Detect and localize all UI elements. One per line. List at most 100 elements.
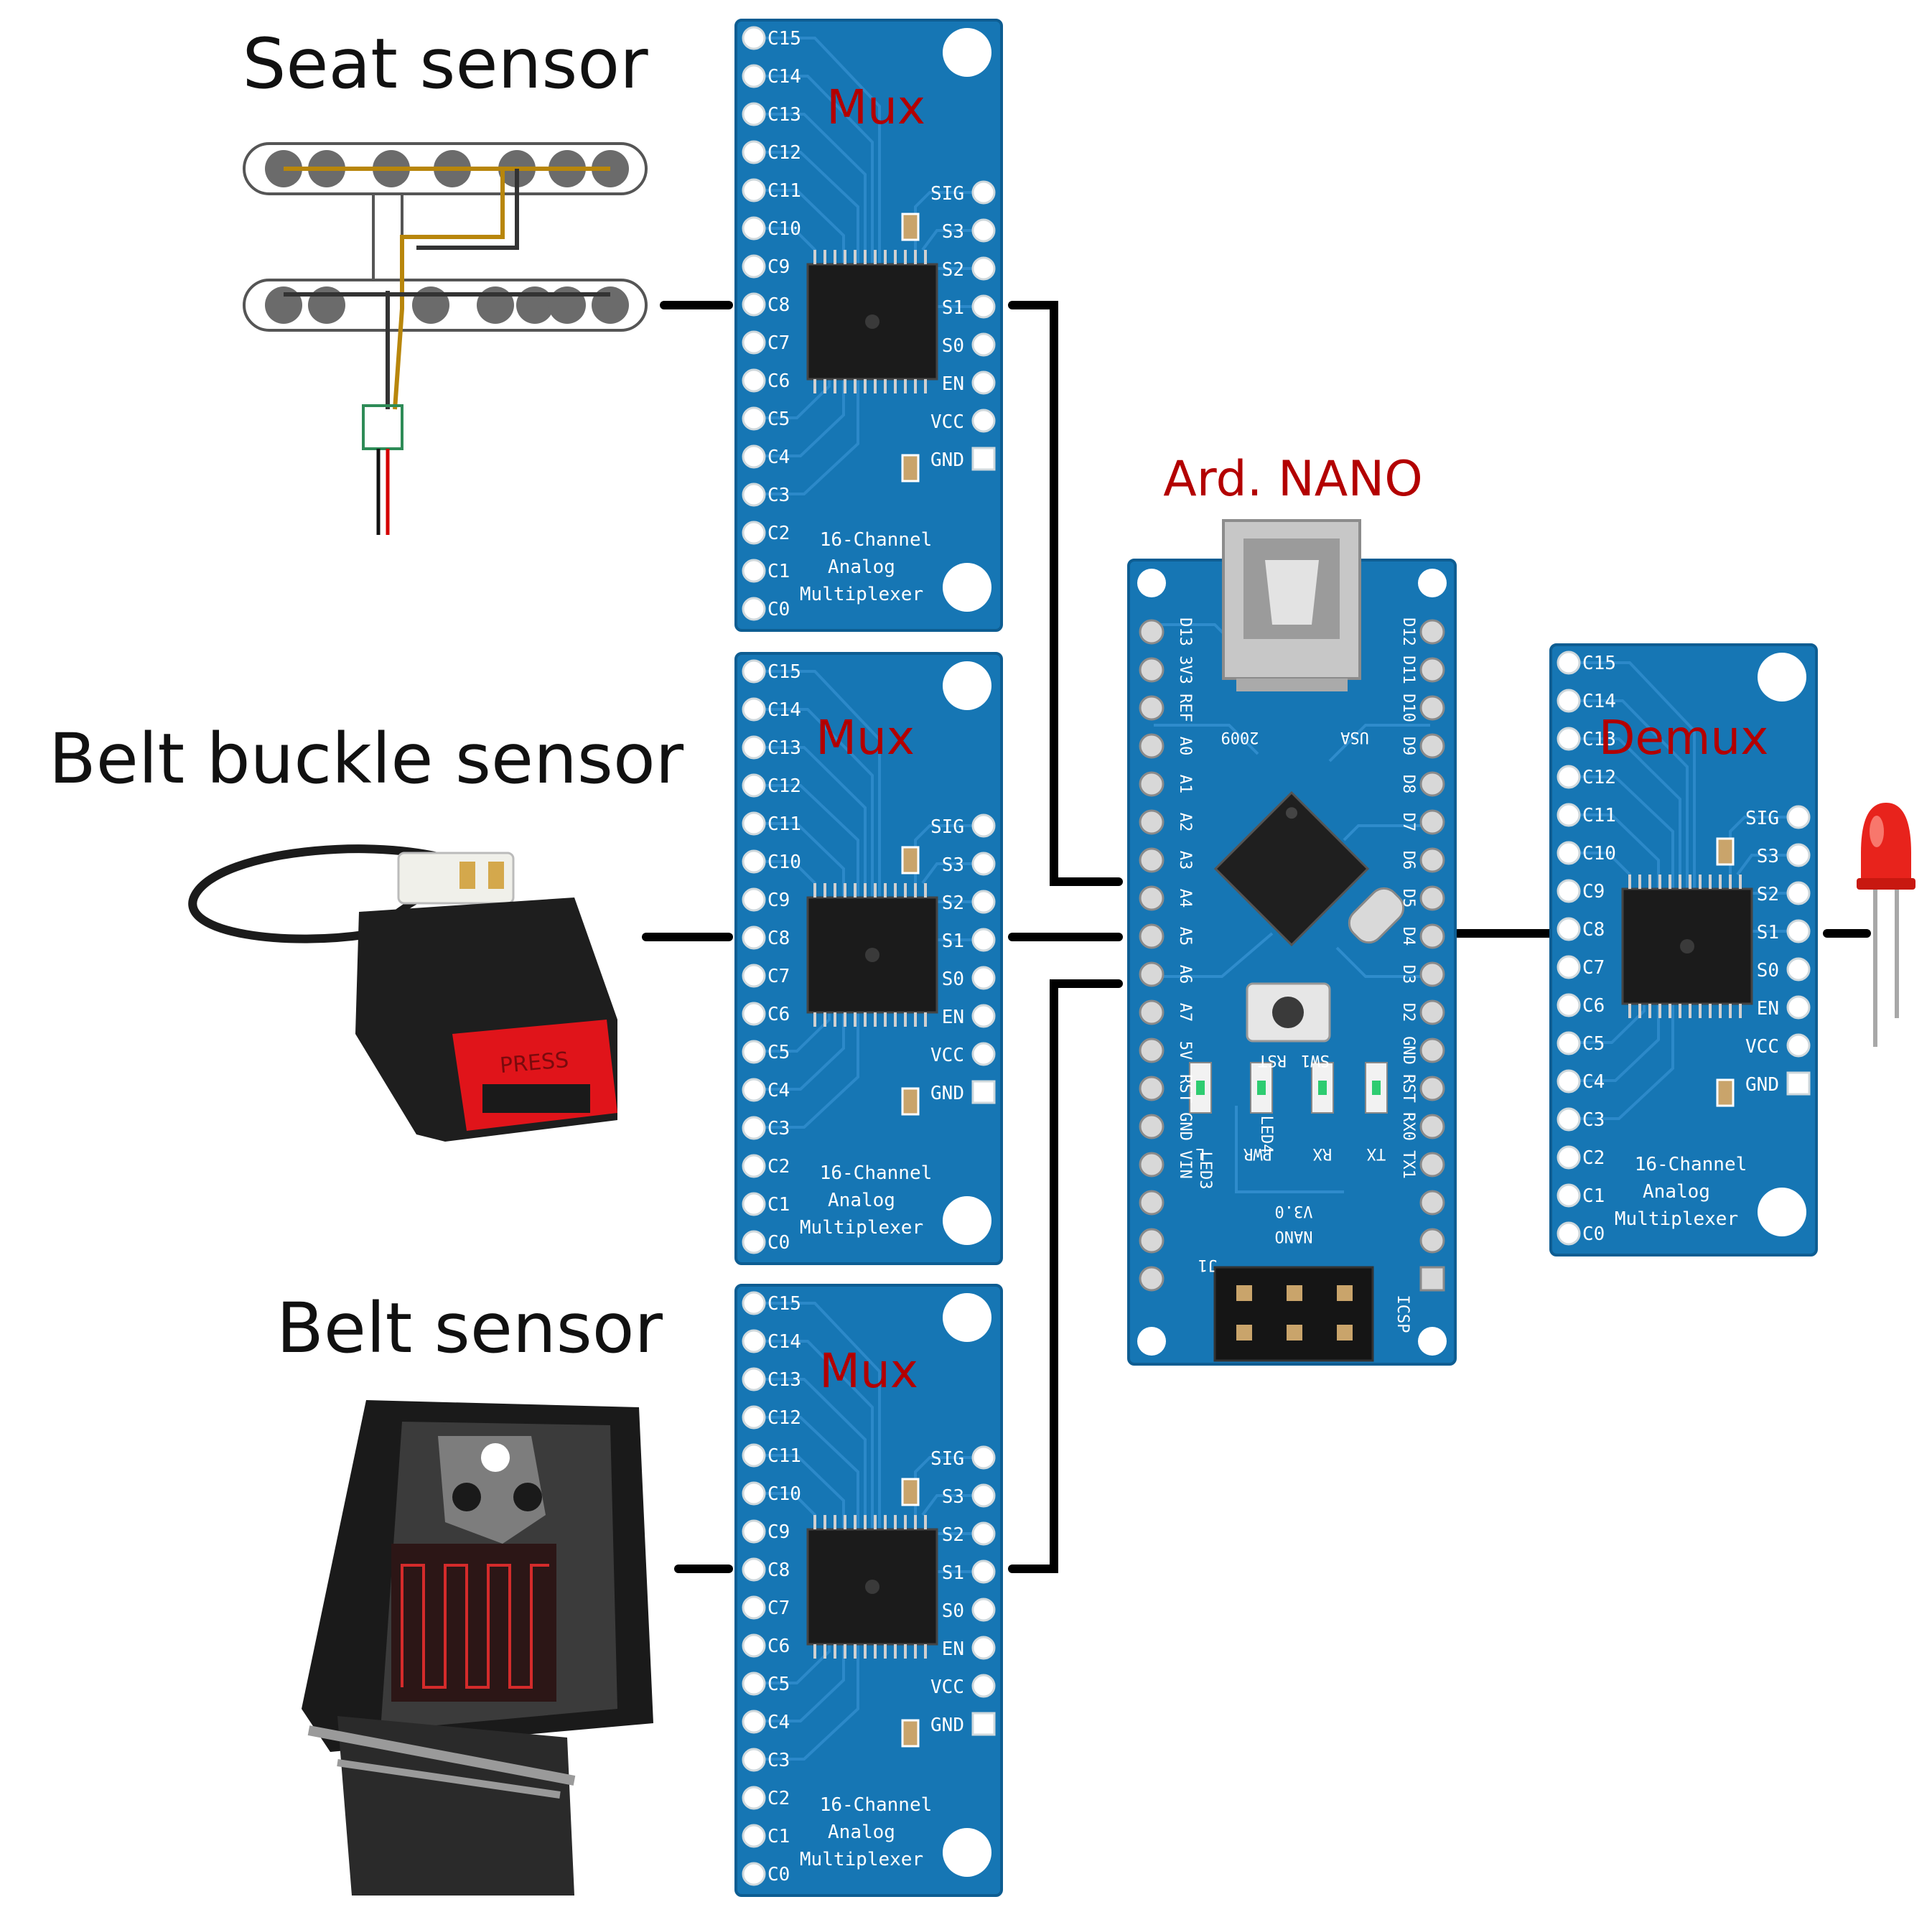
mux-title-line2: Analog [1643, 1181, 1710, 1203]
belt-sensor-label: Belt sensor [276, 1288, 663, 1369]
mux-pin-label-right: S1 [942, 297, 964, 319]
mux-pin-label-right: VCC [930, 1045, 964, 1066]
demux-label: Demux [1599, 710, 1769, 765]
mux-title-line2: Analog [828, 1190, 895, 1211]
mux-title-line1: 16-Channel [1635, 1154, 1747, 1175]
nano-board-year: 2009 [1221, 728, 1259, 746]
mux-pin-label-left: C5 [767, 409, 790, 430]
demux-board: C15C14C13C12C11C10C9C8C7C6C5C4C3C2C1C0SI… [1549, 643, 1818, 1256]
mux-pin-label-left: C11 [1582, 805, 1616, 826]
mux-pin-label-left: C10 [767, 1483, 801, 1505]
mux-pin-label-right: GND [930, 1083, 964, 1104]
mux-pin-label-right: S3 [942, 221, 964, 243]
mux-pin-label-right: S2 [942, 1524, 964, 1546]
mux-title-line3: Multiplexer [800, 1849, 923, 1870]
nano-pin-label-right: D9 [1399, 737, 1417, 756]
mux-pin-label-left: C5 [1582, 1033, 1605, 1055]
mux-pin-label-left: C4 [767, 1712, 790, 1733]
mux-pin-label-left: C12 [767, 775, 801, 797]
mux-pin-label-left: C6 [767, 1004, 790, 1025]
mux-pin-label-right: SIG [930, 1448, 964, 1470]
nano-pin-label-left: REF [1176, 694, 1194, 722]
mux-pin-label-left: C2 [767, 523, 790, 544]
mux-pin-label-left: C0 [767, 1232, 790, 1254]
nano-pin-label-left: 5V [1176, 1041, 1194, 1060]
mux-pin-label-left: C15 [767, 661, 801, 683]
mux-pin-label-right: S1 [1757, 922, 1779, 943]
mux-pin-label-left: C4 [767, 1080, 790, 1101]
red-led-icon [1857, 803, 1915, 1047]
nano-pin-label-left: A3 [1176, 851, 1194, 870]
mux-pin-label-left: C0 [1582, 1223, 1605, 1245]
mux-pin-label-left: C6 [1582, 995, 1605, 1017]
nano-pin-label-right: D4 [1399, 927, 1417, 946]
mux-pin-label-right: S1 [942, 1562, 964, 1584]
mux-pin-label-right: EN [942, 1007, 964, 1028]
mux-pin-label-left: C9 [767, 256, 790, 278]
mux-pin-label-left: C1 [767, 1826, 790, 1847]
wire-mux1-to-nano [1008, 301, 1123, 886]
mux-pin-label-right: VCC [930, 411, 964, 433]
mux-pin-label-right: GND [1745, 1074, 1779, 1096]
mux-pin-label-left: C11 [767, 180, 801, 202]
mux-title-line1: 16-Channel [820, 529, 933, 551]
mux-pin-label-right: GND [930, 1715, 964, 1736]
mux-pin-label-left: C6 [767, 370, 790, 392]
mux-pin-label-left: C0 [767, 599, 790, 620]
mux-pin-label-right: VCC [930, 1677, 964, 1698]
nano-sw1-label: SW1 [1301, 1051, 1330, 1069]
mux-pin-label-left: C15 [767, 1293, 801, 1315]
mux-pin-label-left: C3 [767, 485, 790, 506]
seat-sensor-image [243, 142, 648, 535]
nano-board-name: NANO [1275, 1227, 1313, 1245]
mux-pin-label-left: C4 [1582, 1071, 1605, 1093]
nano-pin-label-left: A1 [1176, 775, 1194, 794]
mux-pin-label-left: C11 [767, 1445, 801, 1467]
mux-pin-label-left: C3 [1582, 1109, 1605, 1131]
mux-pin-label-left: C0 [767, 1864, 790, 1885]
mux-pin-label-left: C13 [767, 737, 801, 759]
nano-rst-label: RST [1258, 1051, 1287, 1069]
mux-pin-label-left: C3 [767, 1118, 790, 1139]
nano-board-version: V3.0 [1275, 1202, 1313, 1220]
mux-pin-label-right: EN [1757, 998, 1779, 1020]
mux-board-belt: C15C14C13C12C11C10C9C8C7C6C5C4C3C2C1C0SI… [734, 1284, 1003, 1897]
nano-pin-label-left: A4 [1176, 889, 1194, 908]
mux-board-text: C15C14C13C12C11C10C9C8C7C6C5C4C3C2C1C0SI… [1582, 653, 1779, 1245]
mux-board-seat: C15C14C13C12C11C10C9C8C7C6C5C4C3C2C1C0SI… [734, 19, 1003, 632]
nano-pin-label-left: RST [1176, 1074, 1194, 1103]
nano-pin-label-left: A6 [1176, 965, 1194, 984]
mux-pin-label-right: S3 [942, 854, 964, 876]
nano-pin-label-left: A0 [1176, 737, 1194, 756]
mux-label-3: Mux [819, 1343, 918, 1399]
mux-board-text: C15C14C13C12C11C10C9C8C7C6C5C4C3C2C1C0SI… [767, 1293, 964, 1885]
mux-board-text: C15C14C13C12C11C10C9C8C7C6C5C4C3C2C1C0SI… [767, 28, 964, 620]
belt-buckle-sensor-image: PRESS [188, 844, 617, 1142]
mux-pin-label-right: GND [930, 449, 964, 471]
mux-pin-label-left: C11 [767, 813, 801, 835]
arduino-nano-board: D133V3REFA0A1A2A3A4A5A6A75VRSTGNDVIND12D… [1127, 519, 1457, 1366]
nano-pin-label-right: D3 [1399, 965, 1417, 984]
mux-pin-label-left: C14 [767, 699, 801, 721]
mux-pin-label-right: SIG [930, 183, 964, 205]
mux-label-1: Mux [826, 80, 925, 135]
nano-pin-label-left: VIN [1176, 1150, 1194, 1179]
seat-sensor-label: Seat sensor [242, 24, 648, 104]
mux-pin-label-left: C2 [1582, 1147, 1605, 1169]
mux-pin-label-right: VCC [1745, 1036, 1779, 1058]
mux-pin-label-left: C12 [1582, 767, 1616, 788]
mux-pin-label-right: S1 [942, 931, 964, 952]
mux-pin-label-left: C14 [767, 66, 801, 88]
mux-pin-label-left: C5 [767, 1042, 790, 1063]
mux-title-line2: Analog [828, 556, 895, 578]
nano-board-text: D133V3REFA0A1A2A3A4A5A6A75VRSTGNDVIND12D… [1176, 617, 1417, 1333]
mux-title-line1: 16-Channel [820, 1162, 933, 1184]
mux-pin-label-left: C8 [767, 1559, 790, 1581]
mux-pin-label-left: C15 [1582, 653, 1616, 674]
mux-pin-label-left: C13 [767, 1369, 801, 1391]
nano-pin-label-right: D12 [1399, 617, 1417, 646]
mux-pin-label-right: S3 [1757, 846, 1779, 867]
nano-pin-label-right: D11 [1399, 656, 1417, 684]
nano-pin-label-right: D6 [1399, 851, 1417, 870]
nano-pin-label-left: A5 [1176, 927, 1194, 946]
